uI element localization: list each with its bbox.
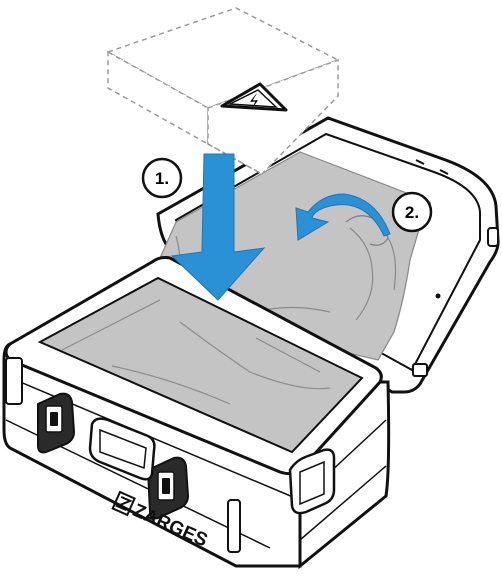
step-1-badge: 1. — [143, 159, 181, 197]
step-2-label: 2. — [405, 203, 419, 222]
case-corner-right — [228, 500, 240, 552]
case-latch-left — [38, 394, 74, 453]
lid-hinge-right — [488, 228, 498, 246]
lid-clip-right — [413, 364, 427, 376]
step-2-badge: 2. — [393, 193, 431, 231]
lid-rivet — [436, 294, 441, 299]
step-1-label: 1. — [155, 169, 169, 188]
case-corner-left — [6, 358, 22, 404]
